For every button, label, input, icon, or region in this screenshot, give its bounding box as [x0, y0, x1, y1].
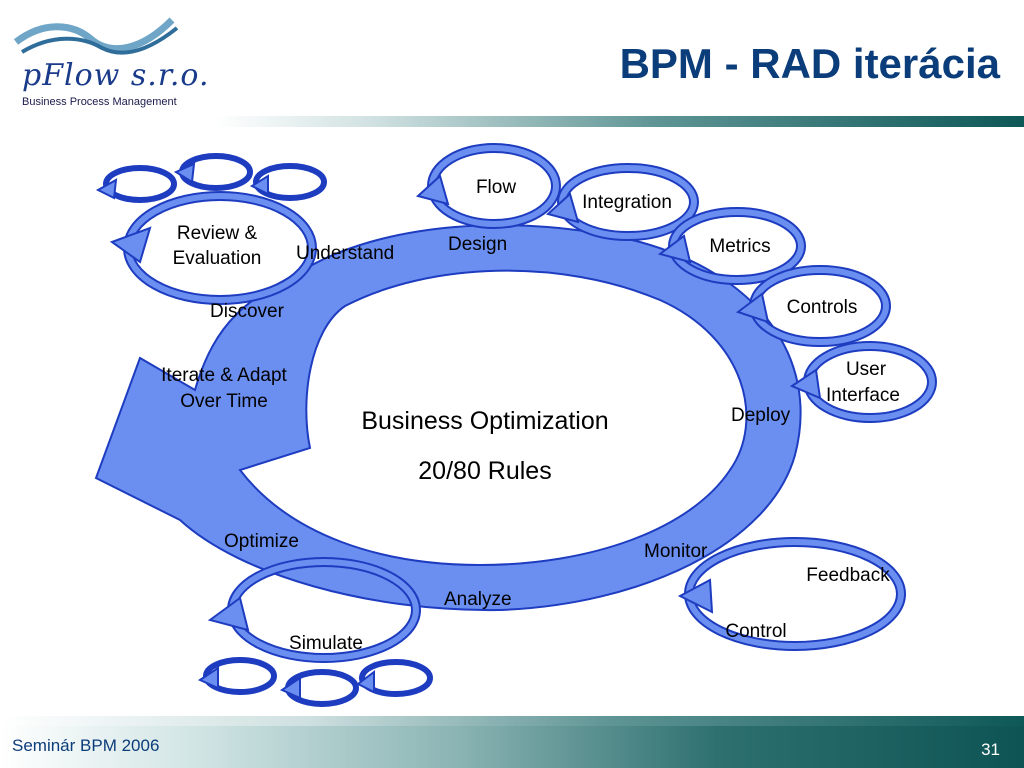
metrics-label: Metrics — [709, 236, 770, 257]
iterate-label-line1: Iterate & Adapt — [161, 365, 287, 386]
integration-label: Integration — [582, 192, 672, 213]
review-evaluation-loop — [95, 153, 327, 305]
review-label-line2: Evaluation — [173, 248, 262, 269]
flow-loop — [415, 143, 561, 229]
controls-loop — [735, 265, 891, 347]
slide-title: BPM - RAD iterácia — [619, 40, 1000, 87]
phase-optimize: Optimize — [224, 531, 299, 552]
phase-discover: Discover — [210, 301, 285, 322]
user-interface-loop — [789, 341, 937, 423]
simulate-label: Simulate — [289, 633, 363, 654]
controls-label: Controls — [787, 297, 858, 318]
footer-band — [0, 726, 1024, 768]
phase-design: Design — [448, 234, 507, 255]
phase-deploy: Deploy — [731, 405, 791, 426]
phase-understand: Understand — [296, 243, 394, 264]
control-label: Control — [725, 621, 786, 642]
logo-tagline: Business Process Management — [22, 96, 177, 108]
user-interface-label-line1: User — [846, 359, 887, 380]
feedback-control-loop — [677, 537, 906, 651]
footer-text: Seminár BPM 2006 — [12, 736, 160, 755]
flow-label: Flow — [476, 177, 516, 198]
user-interface-label-line2: Interface — [826, 385, 900, 406]
logo-name: pFlow s.r.o. — [22, 58, 210, 93]
metrics-loop — [657, 207, 806, 285]
phase-analyze: Analyze — [444, 589, 512, 610]
center-title: Business Optimization — [361, 407, 608, 435]
footer-divider — [0, 716, 1024, 726]
center-subtitle: 20/80 Rules — [418, 457, 551, 485]
title-divider — [215, 116, 1024, 127]
logo-wave-icon — [13, 17, 179, 55]
feedback-label: Feedback — [806, 565, 890, 586]
iterate-label-line2: Over Time — [180, 391, 268, 412]
integration-loop — [545, 163, 699, 241]
phase-monitor: Monitor — [644, 541, 708, 562]
review-label-line1: Review & — [177, 223, 258, 244]
page-number: 31 — [981, 740, 1000, 759]
simulate-loop — [197, 557, 433, 707]
